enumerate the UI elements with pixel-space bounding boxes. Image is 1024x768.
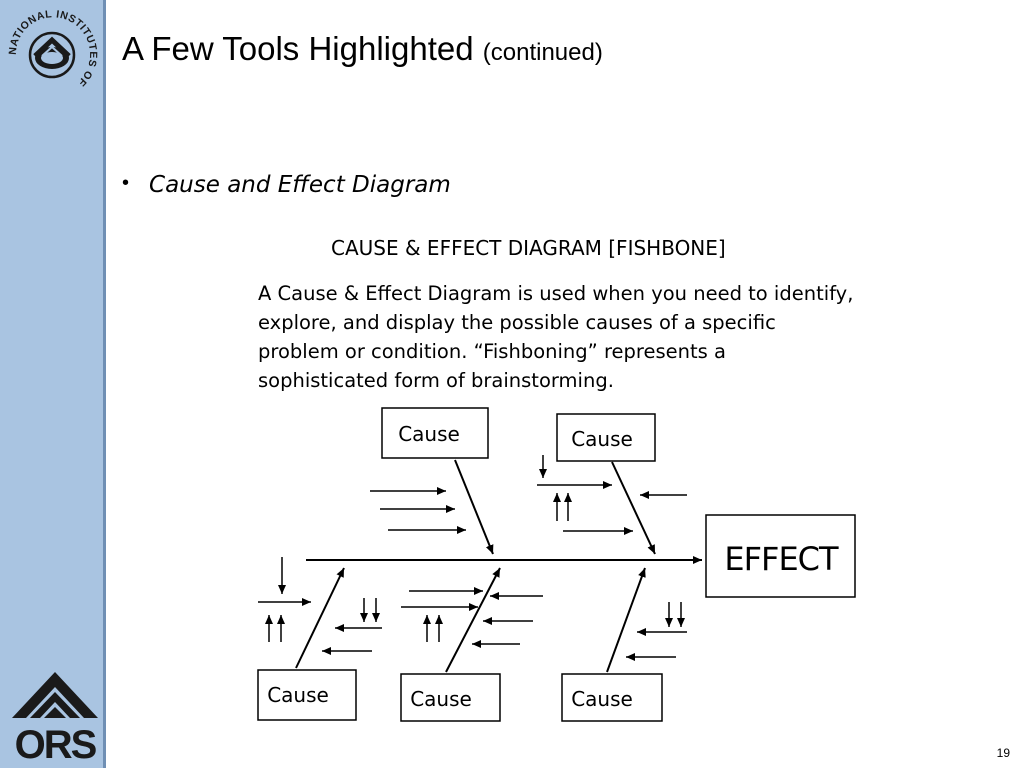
cause-label: Cause — [398, 422, 460, 446]
cause-box-top-left: Cause — [381, 407, 489, 459]
sub-cause-arrows — [258, 455, 687, 661]
page-number: 19 — [996, 746, 1010, 760]
sidebar: NATIONAL INSTITUTES OF HEALTH ORS — [0, 0, 106, 768]
cause-label: Cause — [571, 427, 633, 451]
effect-box — [705, 514, 856, 598]
ors-logo: ORS — [12, 672, 99, 762]
fishbone-diagram: EFFECT Cause Cause Cause Cause Cause — [257, 407, 856, 722]
diagram-description: A Cause & Effect Diagram is used when yo… — [258, 282, 854, 392]
cause-label: Cause — [571, 687, 633, 711]
cause-box-bottom-left: Cause — [257, 669, 357, 721]
slide-title: A Few Tools Highlighted (continued) — [122, 30, 603, 68]
cause-box-top-right: Cause — [556, 413, 656, 462]
bullet-marker: • — [122, 172, 130, 194]
diagram-title: CAUSE & EFFECT DIAGRAM [FISHBONE] — [331, 236, 726, 260]
effect-label: EFFECT — [724, 540, 839, 578]
cause-box-bottom-right: Cause — [561, 673, 663, 722]
nih-logo: NATIONAL INSTITUTES OF HEALTH — [2, 4, 98, 92]
cause-bones — [295, 459, 656, 673]
cause-label: Cause — [410, 687, 472, 711]
slide-title-main: A Few Tools Highlighted — [122, 30, 474, 67]
bullet-text: Cause and Effect Diagram — [149, 172, 451, 198]
cause-label: Cause — [267, 683, 329, 707]
cause-box-bottom-middle: Cause — [400, 673, 501, 722]
slide-title-suffix: (continued) — [482, 39, 603, 66]
ors-logo-text: ORS — [15, 723, 97, 762]
bullet-item: • Cause and Effect Diagram — [122, 170, 451, 199]
